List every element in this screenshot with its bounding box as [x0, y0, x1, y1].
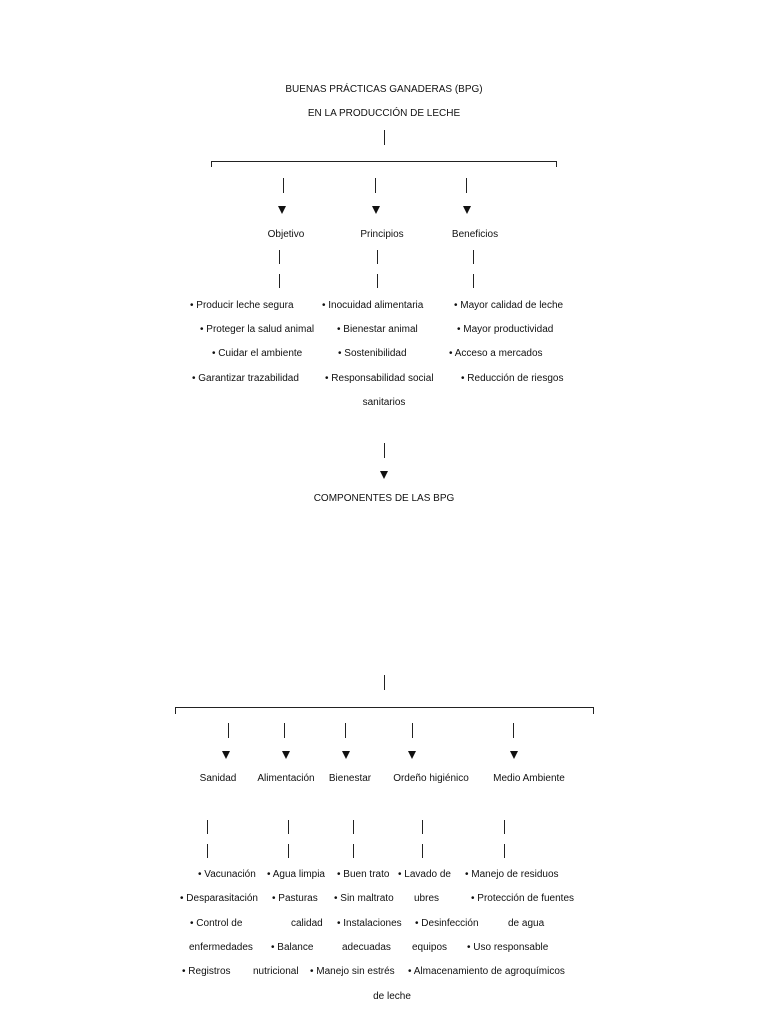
medio-ambiente-connector-2: [504, 844, 505, 858]
arrow-sanidad: [222, 751, 230, 759]
component-item-line: • Control de: [190, 918, 243, 929]
component-item-line: • Desinfección: [415, 918, 479, 929]
sanidad-connector-1: [207, 820, 208, 834]
component-item-line: • Agua limpia: [267, 869, 325, 880]
branch-medio-ambiente: [513, 723, 514, 738]
principios-item: • Bienestar animal: [337, 324, 418, 335]
component-item-line: • Buen trato: [337, 869, 390, 880]
component-item-line: • Instalaciones: [337, 918, 402, 929]
section1-bracket-left-tick: [211, 161, 212, 167]
node-ordeno-higienico: Ordeño higiénico: [393, 773, 469, 784]
component-item-line: enfermedades: [189, 942, 253, 953]
component-item-line: • Uso responsable: [467, 942, 549, 953]
branch-principios: [375, 178, 376, 193]
node-bienestar: Bienestar: [328, 773, 372, 784]
objetivo-item: • Garantizar trazabilidad: [192, 373, 299, 384]
branch-objetivo: [283, 178, 284, 193]
ordeno-connector-1: [422, 820, 423, 834]
component-item-line: • Pasturas: [272, 893, 318, 904]
principios-connector-1: [377, 250, 378, 264]
component-item-line: equipos: [412, 942, 448, 953]
objetivo-connector-1: [279, 250, 280, 264]
alimentacion-connector-2: [288, 844, 289, 858]
arrow-beneficios: [463, 206, 471, 214]
beneficios-connector-2: [473, 274, 474, 288]
bienestar-connector-1: [353, 820, 354, 834]
wrapped-text: sanitarios: [362, 397, 406, 408]
component-item-line: nutricional: [253, 966, 299, 977]
branch-ordeno: [412, 723, 413, 738]
component-item-line: • Manejo sin estrés: [310, 966, 395, 977]
wrapped-text: de leche: [373, 991, 411, 1002]
components-title: COMPONENTES DE LAS BPG: [313, 493, 455, 504]
section2-bracket-line: [175, 707, 594, 708]
arrow-ordeno: [408, 751, 416, 759]
component-item-line: de agua: [508, 918, 545, 929]
title-connector: [384, 130, 385, 145]
node-medio-ambiente: Medio Ambiente: [493, 773, 565, 784]
node-objetivo: Objetivo: [267, 229, 305, 240]
branch-bienestar: [345, 723, 346, 738]
medio-ambiente-connector-1: [504, 820, 505, 834]
component-item-line: • Vacunación: [198, 869, 256, 880]
node-alimentacion: Alimentación: [257, 773, 315, 784]
section2-bracket-left-tick: [175, 707, 176, 714]
principios-connector-2: [377, 274, 378, 288]
component-item-line: • Protección de fuentes: [471, 893, 575, 904]
beneficios-item: • Mayor calidad de leche: [454, 300, 564, 311]
alimentacion-connector-1: [288, 820, 289, 834]
component-item-line: • Almacenamiento de agroquímicos: [408, 966, 565, 977]
node-principios: Principios: [360, 229, 404, 240]
component-item-line: • Sin maltrato: [334, 893, 394, 904]
component-item-line: • Lavado de: [398, 869, 451, 880]
objetivo-item: • Producir leche segura: [190, 300, 294, 311]
arrow-principios: [372, 206, 380, 214]
principios-item: • Sostenibilidad: [338, 348, 407, 359]
component-item-line: • Desparasitación: [180, 893, 258, 904]
branch-sanidad: [228, 723, 229, 738]
beneficios-connector-1: [473, 250, 474, 264]
arrow-bienestar: [342, 751, 350, 759]
arrow-components: [380, 471, 388, 479]
objetivo-item: • Proteger la salud animal: [200, 324, 315, 335]
section2-connector: [384, 675, 385, 690]
components-connector: [384, 443, 385, 458]
ordeno-connector-2: [422, 844, 423, 858]
section2-bracket-right-tick: [593, 707, 594, 714]
principios-item: • Inocuidad alimentaria: [322, 300, 424, 311]
diagram-title-line1: BUENAS PRÁCTICAS GANADERAS (BPG): [285, 84, 483, 95]
component-item-line: • Registros: [182, 966, 231, 977]
component-item-line: calidad: [291, 918, 323, 929]
arrow-medio-ambiente: [510, 751, 518, 759]
branch-beneficios: [466, 178, 467, 193]
beneficios-item: • Mayor productividad: [457, 324, 554, 335]
arrow-objetivo: [278, 206, 286, 214]
component-item-line: • Balance: [271, 942, 314, 953]
principios-item: • Responsabilidad social: [325, 373, 434, 384]
section1-bracket-line: [211, 161, 557, 162]
objetivo-connector-2: [279, 274, 280, 288]
bienestar-connector-2: [353, 844, 354, 858]
component-item-line: • Manejo de residuos: [465, 869, 559, 880]
node-sanidad: Sanidad: [199, 773, 237, 784]
component-item-line: adecuadas: [342, 942, 391, 953]
section1-bracket-right-tick: [556, 161, 557, 167]
branch-alimentacion: [284, 723, 285, 738]
beneficios-item: • Acceso a mercados: [449, 348, 543, 359]
sanidad-connector-2: [207, 844, 208, 858]
arrow-alimentacion: [282, 751, 290, 759]
objetivo-item: • Cuidar el ambiente: [212, 348, 303, 359]
component-item-line: ubres: [414, 893, 440, 904]
node-beneficios: Beneficios: [451, 229, 499, 240]
beneficios-item: • Reducción de riesgos: [461, 373, 564, 384]
diagram-title-line2: EN LA PRODUCCIÓN DE LECHE: [307, 108, 461, 119]
